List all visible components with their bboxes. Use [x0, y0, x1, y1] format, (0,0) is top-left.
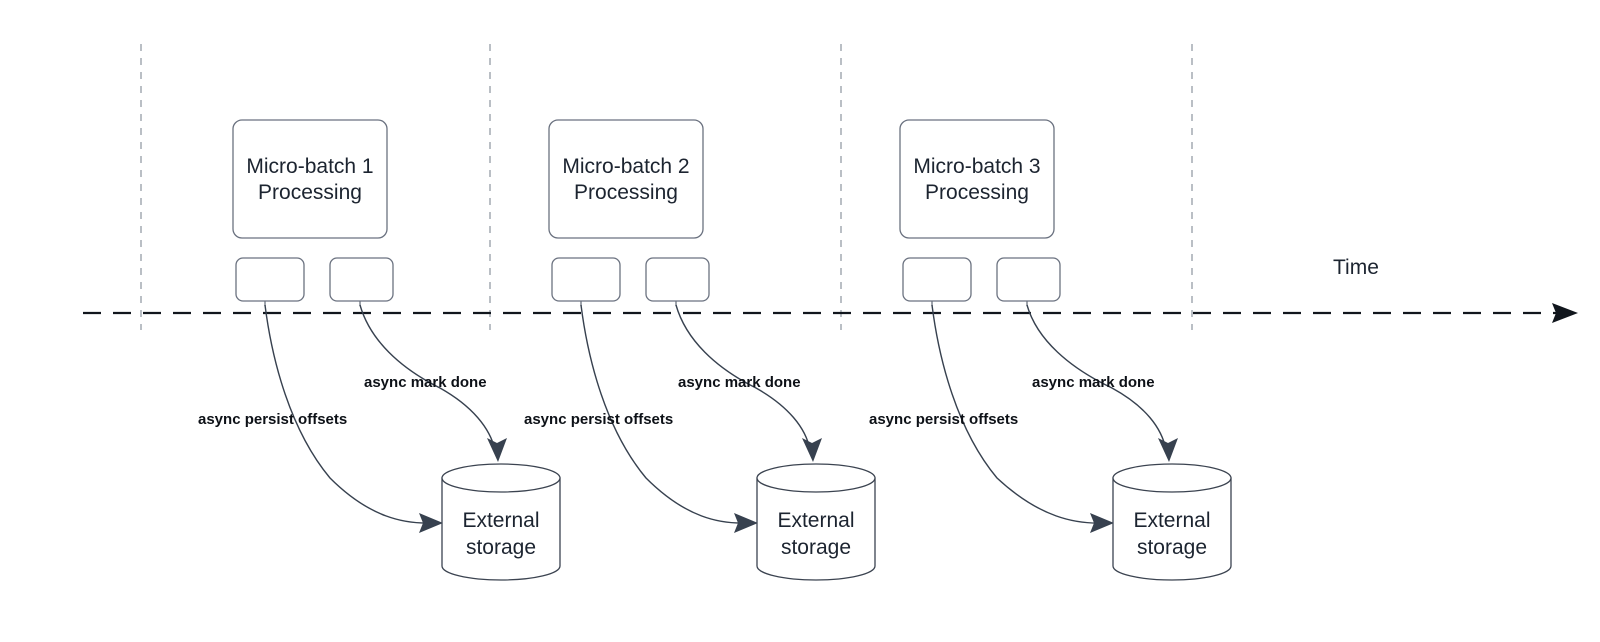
- edge-mark-done-3-arrow: [1158, 438, 1178, 462]
- micro-batch-box-2[interactable]: [548, 119, 704, 239]
- micro-batch-box-1-line2: Processing: [258, 181, 362, 204]
- time-arrow-head: [1552, 303, 1578, 323]
- external-storage-3-line1: External: [1133, 509, 1210, 532]
- micro-batch-box-2-line2: Processing: [574, 181, 678, 204]
- edge-mark-done-1: [359, 304, 496, 451]
- external-storage-cylinder-2[interactable]: External storage: [756, 463, 876, 581]
- edge-persist-offsets-2-label: async persist offsets: [524, 411, 673, 428]
- edge-mark-done-3: [1026, 304, 1167, 451]
- cylinder-top-1: [441, 463, 561, 493]
- edge-persist-offsets-1-label: async persist offsets: [198, 411, 347, 428]
- edge-mark-done-1-arrow: [487, 438, 507, 462]
- edge-persist-offsets-1-arrow: [419, 513, 443, 533]
- external-storage-cylinder-1[interactable]: External storage: [441, 463, 561, 581]
- external-storage-1-line2: storage: [466, 536, 536, 559]
- group-2: Micro-batch 2 Processing async persist o…: [524, 119, 876, 581]
- edge-persist-offsets-3: [931, 304, 1104, 524]
- cylinder-top-3: [1112, 463, 1232, 493]
- cylinder-top-2: [756, 463, 876, 493]
- edge-persist-offsets-1: [264, 304, 433, 524]
- micro-batch-box-2-line1: Micro-batch 2: [562, 155, 689, 178]
- micro-batch-box-1-line1: Micro-batch 1: [246, 155, 373, 178]
- task-box-3b[interactable]: [996, 257, 1061, 302]
- task-box-3a[interactable]: [902, 257, 972, 302]
- micro-batch-box-3[interactable]: [899, 119, 1055, 239]
- edge-persist-offsets-3-arrow: [1090, 513, 1114, 533]
- task-box-2a[interactable]: [551, 257, 621, 302]
- edge-mark-done-1-label: async mark done: [364, 374, 487, 391]
- task-box-2b[interactable]: [645, 257, 710, 302]
- group-1: Micro-batch 1 Processing async persist o…: [198, 119, 561, 581]
- edge-mark-done-2-label: async mark done: [678, 374, 801, 391]
- group-3: Micro-batch 3 Processing async persist o…: [869, 119, 1232, 581]
- edge-persist-offsets-3-label: async persist offsets: [869, 411, 1018, 428]
- external-storage-3-line2: storage: [1137, 536, 1207, 559]
- time-axis: Time: [83, 256, 1578, 323]
- edge-persist-offsets-2: [580, 304, 748, 524]
- task-box-1a[interactable]: [235, 257, 305, 302]
- external-storage-cylinder-3[interactable]: External storage: [1112, 463, 1232, 581]
- micro-batch-box-3-line2: Processing: [925, 181, 1029, 204]
- time-axis-label: Time: [1333, 256, 1379, 279]
- external-storage-2-line2: storage: [781, 536, 851, 559]
- micro-batch-box-3-line1: Micro-batch 3: [913, 155, 1040, 178]
- edge-mark-done-3-label: async mark done: [1032, 374, 1155, 391]
- edge-mark-done-2-arrow: [802, 438, 822, 462]
- micro-batch-box-1[interactable]: [232, 119, 388, 239]
- edge-persist-offsets-2-arrow: [734, 513, 758, 533]
- external-storage-1-line1: External: [462, 509, 539, 532]
- tick-boundaries: [140, 44, 1193, 330]
- edge-mark-done-2: [675, 304, 811, 451]
- task-box-1b[interactable]: [329, 257, 394, 302]
- external-storage-2-line1: External: [777, 509, 854, 532]
